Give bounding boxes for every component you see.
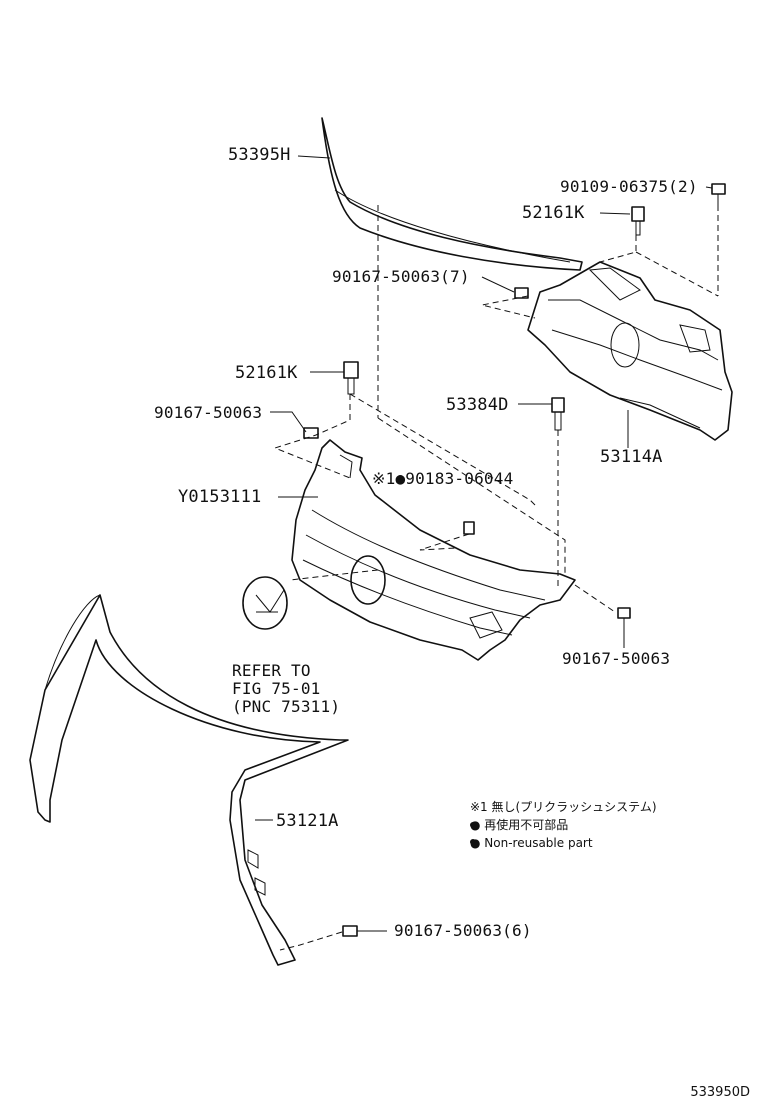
grille-Y0153111[interactable] xyxy=(291,439,576,661)
clip-53384D[interactable] xyxy=(551,397,565,431)
molding-53395H[interactable] xyxy=(321,117,583,271)
label-90167-50063-left: 90167-50063 xyxy=(154,403,263,422)
label-53114A: 53114A xyxy=(600,447,663,467)
note-non-reusable-en: ● Non-reusable part xyxy=(470,836,593,850)
label-52161K-mid: 52161K xyxy=(235,363,298,383)
note-non-reusable-jp: ● 再使用不可部品 xyxy=(470,818,569,832)
label-refer-pnc: (PNC 75311) xyxy=(232,697,341,716)
bolt-90167-6[interactable] xyxy=(342,925,358,937)
label-52161K-top: 52161K xyxy=(522,203,585,223)
label-refer-to: REFER TO xyxy=(232,661,311,680)
label-53121A: 53121A xyxy=(276,811,339,831)
diagram-code: 533950D xyxy=(690,1085,750,1100)
label-53384D: 53384D xyxy=(446,395,509,415)
clip-52161K-top[interactable] xyxy=(631,206,645,236)
note-no-precrash: ※1 無し(プリクラッシュシステム) xyxy=(470,800,657,814)
label-Y0153111: Y0153111 xyxy=(178,487,262,507)
support-53114A[interactable] xyxy=(527,261,733,441)
label-53395H: 53395H xyxy=(228,145,291,165)
clip-52161K-mid[interactable] xyxy=(343,361,359,395)
nut-90183[interactable] xyxy=(463,521,475,535)
label-90183-06044: ※1●90183-06044 xyxy=(372,469,514,488)
alignment-lines xyxy=(273,205,719,951)
label-90167-50063-6: 90167-50063(6) xyxy=(394,921,532,940)
label-90167-50063-right: 90167-50063 xyxy=(562,649,671,668)
label-refer-fig: FIG 75-01 xyxy=(232,679,321,698)
label-90167-50063-7: 90167-50063(7) xyxy=(332,267,470,286)
frame-53121A[interactable] xyxy=(29,594,349,966)
leader-lines xyxy=(255,155,713,932)
bolt-90167-left[interactable] xyxy=(303,427,319,439)
label-90109-06375: 90109-06375(2) xyxy=(560,177,698,196)
bolt-90167-right[interactable] xyxy=(617,607,631,619)
bolt-90109[interactable] xyxy=(711,183,726,205)
emblem-icon[interactable] xyxy=(242,576,288,630)
bolt-90167-7[interactable] xyxy=(514,287,529,299)
